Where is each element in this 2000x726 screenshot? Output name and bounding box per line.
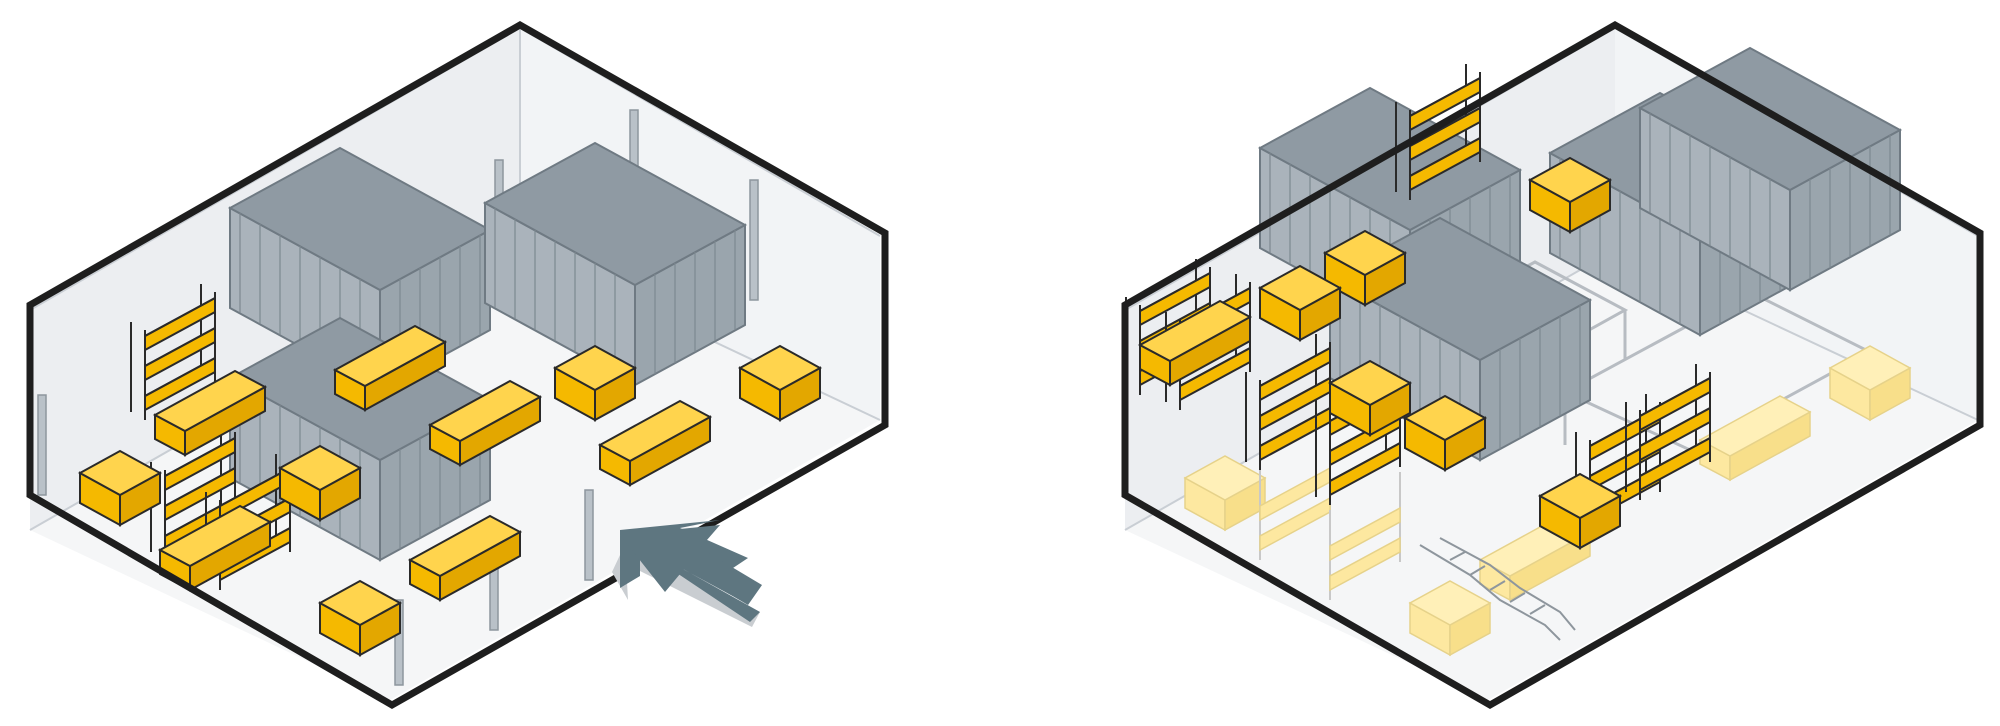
column [584, 489, 594, 581]
scene-mezzanine [1121, 20, 1984, 710]
floor [1125, 250, 1978, 700]
column [394, 599, 404, 686]
scene-ground-floor [26, 20, 889, 710]
building-outline [1121, 20, 1984, 710]
arrow-icon [612, 520, 762, 627]
column [37, 394, 47, 496]
column [749, 179, 759, 301]
stairs [1419, 537, 1576, 641]
building-outline [26, 20, 889, 710]
